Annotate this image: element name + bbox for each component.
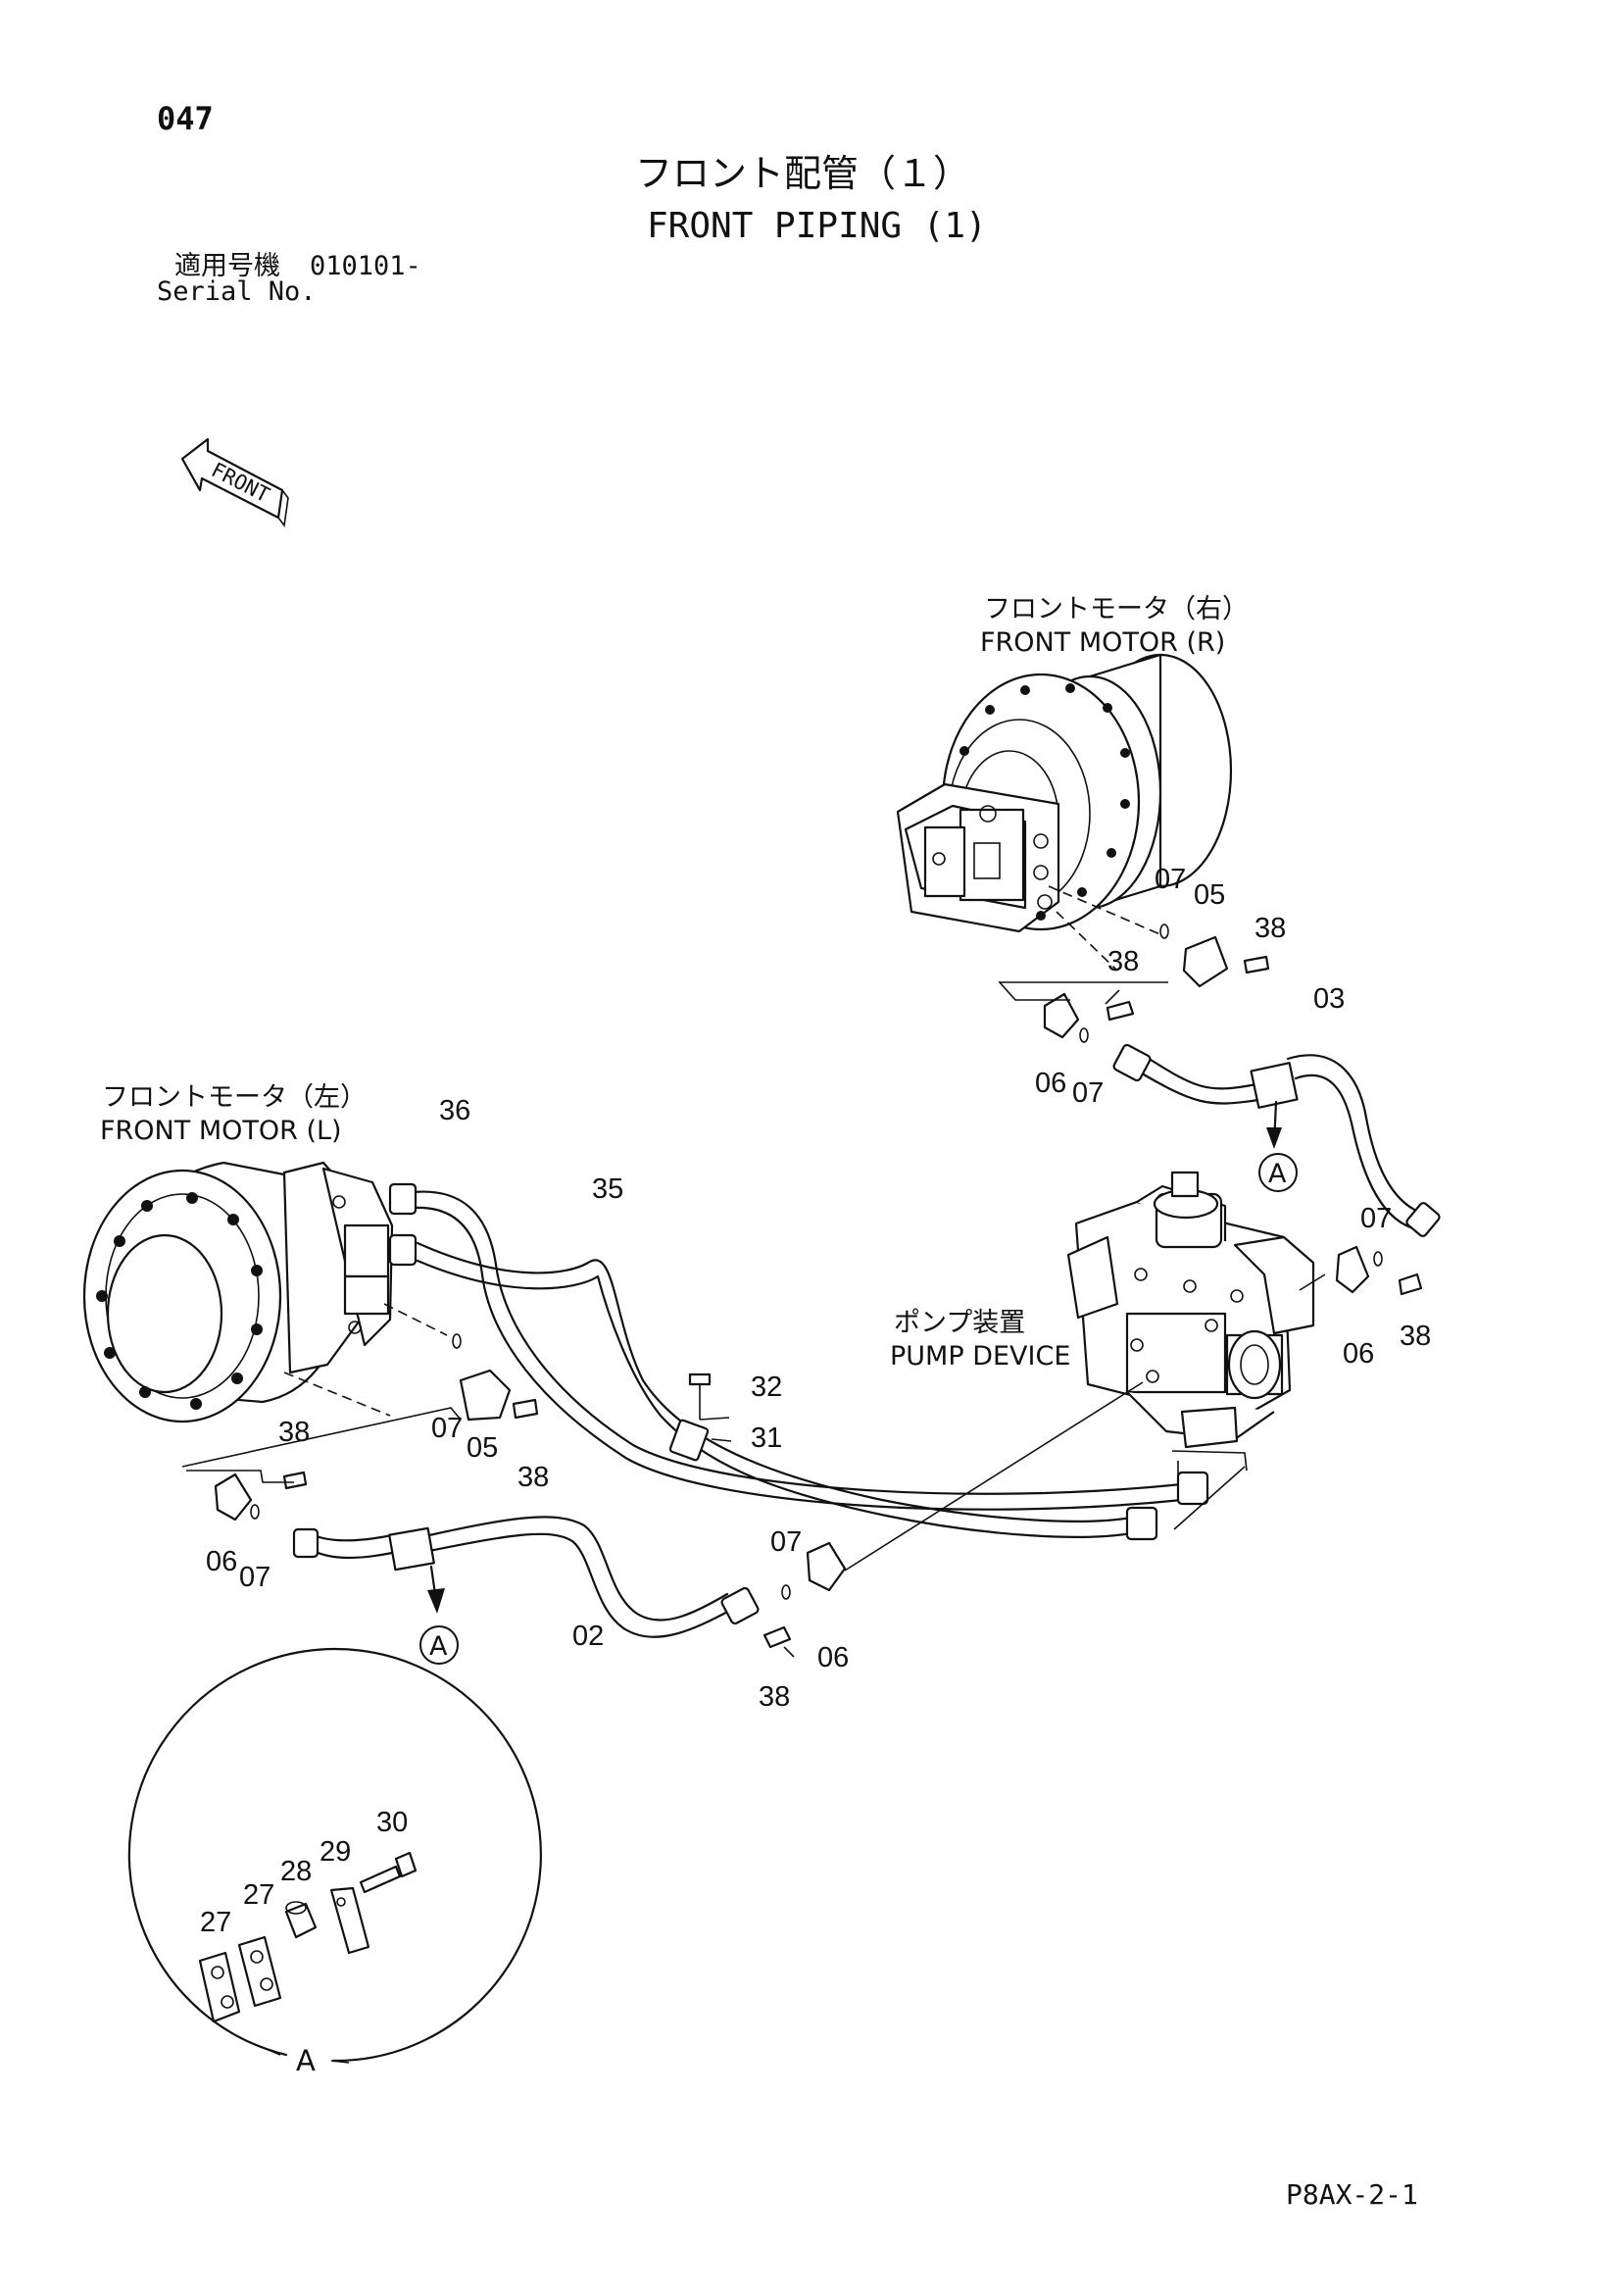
callout-07-bottom: 07 <box>770 1526 802 1558</box>
callout-35: 35 <box>592 1173 623 1205</box>
callout-03: 03 <box>1313 983 1345 1015</box>
drawing-code: P8AX-2-1 <box>1286 2178 1418 2211</box>
detail-a-label: A <box>296 2044 316 2077</box>
callout-31: 31 <box>751 1423 782 1454</box>
leader-lines <box>181 981 1326 1658</box>
front-arrow-label: FRONT <box>208 458 274 507</box>
callout-07-pump: 07 <box>1360 1203 1392 1234</box>
callout-38-r-mid: 38 <box>1107 946 1139 977</box>
pump-device-label-en: PUMP DEVICE <box>890 1341 1070 1372</box>
front-motor-left-drawing <box>82 1161 448 1423</box>
callout-38-r-upper: 38 <box>1254 913 1286 944</box>
callout-38-l-upper: 38 <box>517 1462 549 1493</box>
serial-value: 010101- <box>310 251 421 281</box>
callout-05-r: 05 <box>1194 879 1225 911</box>
page-number: 047 <box>157 100 214 137</box>
serial-label-english: Serial No. <box>157 276 317 307</box>
front-motor-right-label-en: FRONT MOTOR (R) <box>980 627 1225 658</box>
front-motor-left-label-jp: フロントモータ（左） <box>102 1082 367 1113</box>
callout-30: 30 <box>376 1807 408 1838</box>
callout-07-r-upper: 07 <box>1155 864 1186 895</box>
callout-06-r: 06 <box>1035 1068 1066 1099</box>
callout-07-l-upper: 07 <box>431 1413 463 1444</box>
title-japanese: フロント配管（１） <box>635 152 970 195</box>
callout-27-left: 27 <box>200 1907 231 1938</box>
callout-02: 02 <box>572 1621 604 1652</box>
callout-numbers: 07 05 38 38 03 06 07 36 35 07 06 38 32 3… <box>200 864 1431 1938</box>
hoses <box>292 1043 1441 1638</box>
title-english: FRONT PIPING (1) <box>647 206 987 246</box>
callout-36: 36 <box>439 1095 470 1126</box>
small-parts <box>214 923 1423 1649</box>
front-direction-arrow-icon: FRONT <box>180 437 289 528</box>
front-motor-right-drawing <box>896 653 1233 972</box>
pump-device-label-jp: ポンプ装置 <box>894 1308 1025 1338</box>
front-motor-left-label-en: FRONT MOTOR (L) <box>100 1116 342 1146</box>
section-a-bubble-lower-label: A <box>429 1631 448 1662</box>
callout-29: 29 <box>320 1836 351 1868</box>
callout-38-pump: 38 <box>1400 1321 1431 1352</box>
section-a-bubble-upper <box>1258 1153 1298 1192</box>
callout-06-pump: 06 <box>1343 1338 1374 1370</box>
detail-a-view <box>127 1647 542 2064</box>
pump-device-drawing <box>1066 1171 1315 1449</box>
callout-06-l: 06 <box>206 1546 237 1577</box>
callout-06-bottom: 06 <box>817 1642 849 1673</box>
serial-label-japanese: 適用号機 <box>174 251 280 281</box>
front-motor-right-label-jp: フロントモータ（右） <box>984 594 1249 624</box>
callout-28: 28 <box>280 1856 312 1887</box>
callout-27-right: 27 <box>243 1879 274 1911</box>
callout-32: 32 <box>751 1372 782 1403</box>
section-a-bubble-upper-label: A <box>1268 1159 1287 1189</box>
callout-07-r-mid: 07 <box>1072 1077 1104 1109</box>
section-a-bubble-lower <box>419 1625 459 1665</box>
callout-38-l-mid: 38 <box>278 1417 310 1448</box>
callout-05-l: 05 <box>467 1432 498 1464</box>
callout-38-bottom: 38 <box>759 1681 790 1713</box>
callout-07-l-lower: 07 <box>239 1562 270 1593</box>
